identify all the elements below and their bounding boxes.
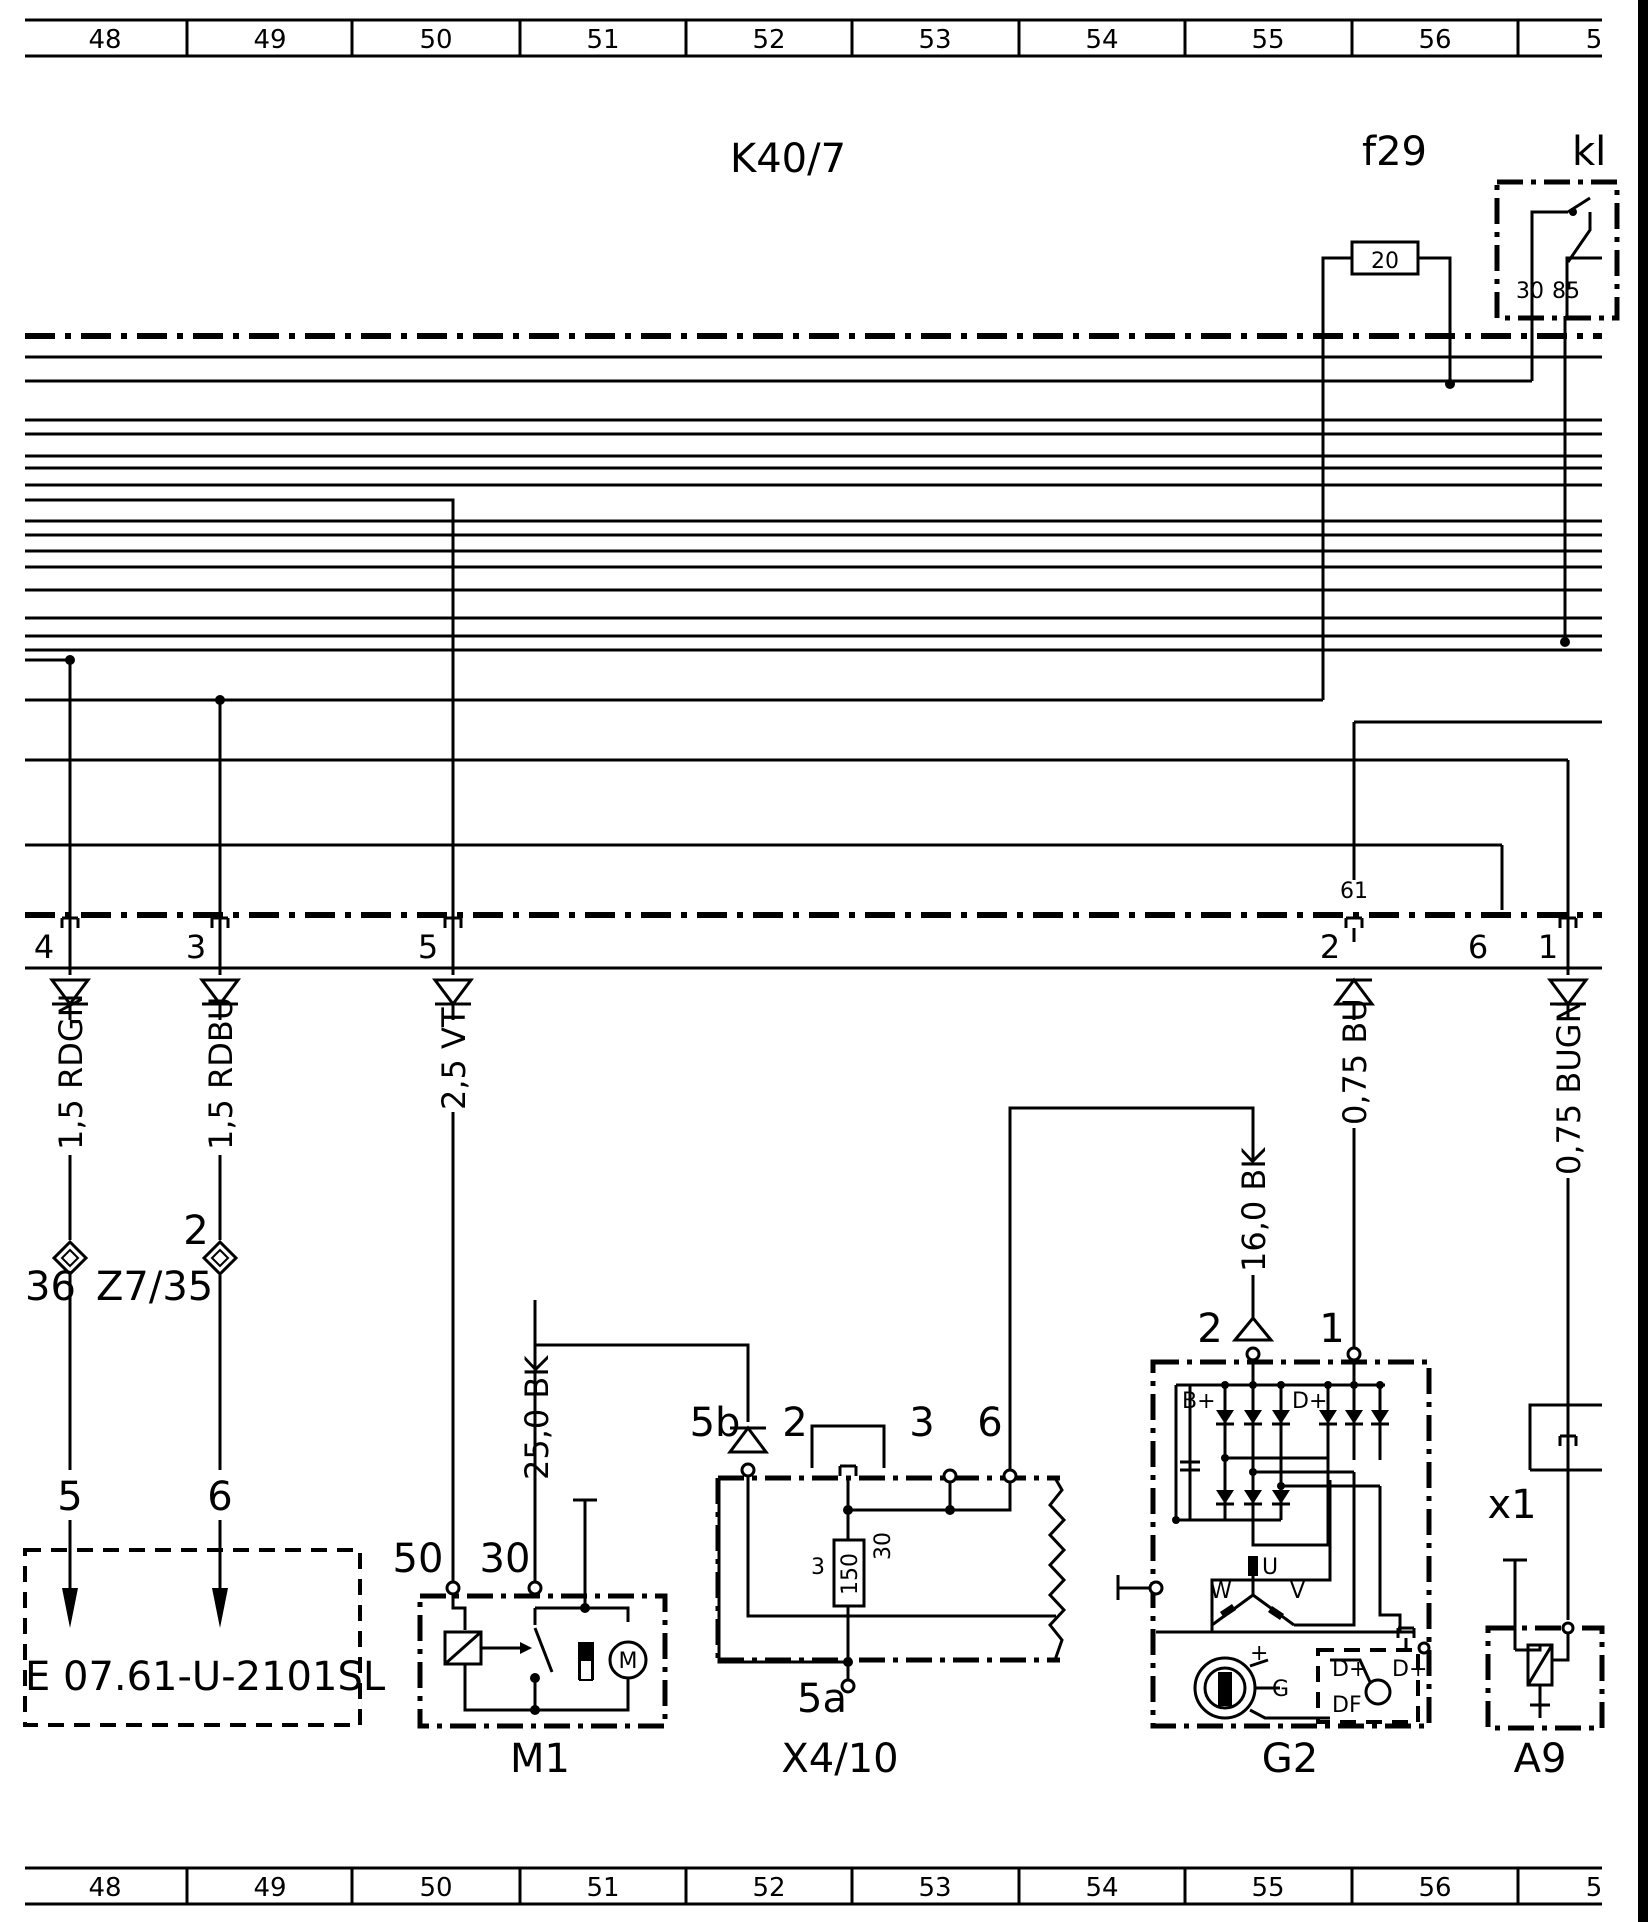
connector-number: 3 bbox=[186, 928, 206, 966]
g2-label-u: U bbox=[1262, 1555, 1278, 1580]
g2-label-v: V bbox=[1290, 1579, 1305, 1604]
ref-arrows bbox=[62, 1520, 228, 1628]
relay-kl: 30 85 bbox=[1494, 179, 1620, 321]
wire-label-bk25: 25,0 BK bbox=[518, 1355, 556, 1480]
x4-res-pin-3: 3 bbox=[811, 1555, 825, 1580]
g2-label-plus: + bbox=[1250, 1641, 1268, 1666]
splice-label-36: 36 bbox=[25, 1264, 76, 1310]
ref-number-6: 6 bbox=[207, 1474, 232, 1520]
ruler-cell: 52 bbox=[752, 25, 785, 55]
g2-label-bplus: B+ bbox=[1182, 1389, 1216, 1414]
g2-label-g: G bbox=[1272, 1677, 1289, 1702]
ruler-cell: 49 bbox=[253, 1873, 286, 1903]
connector-number: 1 bbox=[1538, 928, 1558, 966]
x4-pin-3: 3 bbox=[909, 1400, 934, 1446]
component-a9 bbox=[1485, 1403, 1605, 1731]
svg-text:30: 30 bbox=[1516, 279, 1544, 304]
wire-label-bugn: 0,75 BUGN bbox=[1550, 999, 1588, 1175]
x4-res-value: 150 bbox=[838, 1553, 863, 1595]
x4-pin-2: 2 bbox=[782, 1400, 807, 1446]
connector-pins bbox=[60, 916, 1578, 942]
g2-label-dplus: D+ bbox=[1292, 1389, 1327, 1414]
reference-box bbox=[23, 1548, 362, 1727]
reference-doc-label: E 07.61-U-2101SL bbox=[25, 1654, 386, 1700]
ruler-cell: 51 bbox=[586, 1873, 619, 1903]
component-x4-10 bbox=[715, 1424, 1067, 1694]
top-ruler: 48 49 50 51 52 53 54 55 56 5 bbox=[25, 18, 1603, 58]
component-label-k40-7: K40/7 bbox=[730, 136, 846, 182]
ruler-cell: 56 bbox=[1418, 1873, 1451, 1903]
ruler-cell: 55 bbox=[1251, 1873, 1284, 1903]
wire-label-rdbu: 1,5 RDBU bbox=[202, 997, 240, 1150]
wire-label-vt: 2,5 VT bbox=[435, 1007, 473, 1110]
ruler-cell: 56 bbox=[1418, 25, 1451, 55]
connector-number: 5 bbox=[418, 928, 438, 966]
fuse-f29: 20 bbox=[1321, 240, 1455, 389]
bottom-ruler: 48 49 50 51 52 53 54 55 56 5 bbox=[25, 1866, 1603, 1906]
g2-label-w: W bbox=[1210, 1579, 1232, 1604]
x4-pin-6: 6 bbox=[977, 1400, 1002, 1446]
ruler-cell: 52 bbox=[752, 1873, 785, 1903]
ruler-cell: 49 bbox=[253, 25, 286, 55]
ruler-cell: 51 bbox=[586, 25, 619, 55]
g2-label-dplus2: D+ bbox=[1332, 1657, 1367, 1682]
ruler-cell: 53 bbox=[918, 1873, 951, 1903]
splice-label-z7-35: Z7/35 bbox=[96, 1264, 213, 1310]
ruler-cell: 50 bbox=[419, 1873, 452, 1903]
g2-label-df: DF bbox=[1332, 1693, 1362, 1718]
page-edge-bar bbox=[1638, 0, 1648, 1922]
x4-pin-5b: 5b bbox=[690, 1400, 741, 1446]
ruler-cell: 54 bbox=[1085, 25, 1118, 55]
ruler-cell: 55 bbox=[1251, 25, 1284, 55]
g2-pin-1: 1 bbox=[1319, 1306, 1344, 1352]
connector-number: 2 bbox=[1320, 928, 1340, 966]
ruler-cell: 5 bbox=[1586, 1873, 1603, 1903]
bus-wires bbox=[25, 258, 1602, 847]
wire-label-bk16: 16,0 BK bbox=[1235, 1147, 1273, 1272]
ruler-cell: 48 bbox=[88, 1873, 121, 1903]
wire-16-bk bbox=[1008, 1106, 1255, 1470]
ruler-cell: 50 bbox=[419, 25, 452, 55]
m1-name: M1 bbox=[510, 1736, 570, 1782]
component-label-kl: kl bbox=[1572, 129, 1606, 175]
wire-runs bbox=[68, 1004, 1570, 1620]
g2-pin-2: 2 bbox=[1197, 1306, 1222, 1352]
x4-res-pin-30: 30 bbox=[871, 1532, 896, 1560]
ruler-cell: 48 bbox=[88, 25, 121, 55]
m1-terminal-50: 50 bbox=[393, 1536, 444, 1582]
pin-label-61: 61 bbox=[1340, 879, 1368, 904]
m1-terminal-30: 30 bbox=[480, 1536, 531, 1582]
drop-wires bbox=[25, 498, 1570, 975]
splice-pin-2: 2 bbox=[183, 1208, 208, 1254]
ruler-cell: 5 bbox=[1586, 25, 1603, 55]
svg-text:M: M bbox=[619, 1649, 638, 1674]
x4-name: X4/10 bbox=[781, 1736, 898, 1782]
component-label-f29: f29 bbox=[1362, 129, 1427, 175]
svg-text:85: 85 bbox=[1552, 279, 1580, 304]
g2-name: G2 bbox=[1262, 1736, 1318, 1782]
wire-label-rdgn: 1,5 RDGN bbox=[52, 993, 90, 1150]
connector-number: 4 bbox=[34, 928, 54, 966]
connector-number: 6 bbox=[1468, 928, 1488, 966]
x4-pin-5a: 5a bbox=[797, 1676, 847, 1722]
a9-label-x1: x1 bbox=[1487, 1482, 1536, 1528]
component-g2 bbox=[1116, 1315, 1432, 1729]
g2-label-dplus3: D+ bbox=[1392, 1657, 1427, 1682]
ruler-cell: 53 bbox=[918, 25, 951, 55]
wire-label-bu: 0,75 BU bbox=[1336, 998, 1374, 1125]
ruler-cell: 54 bbox=[1085, 1873, 1118, 1903]
splice-z7-35 bbox=[51, 1239, 239, 1277]
wire-25-bk bbox=[533, 1343, 750, 1480]
ref-number-5: 5 bbox=[57, 1474, 82, 1520]
a9-name: A9 bbox=[1514, 1736, 1567, 1782]
svg-text:20: 20 bbox=[1371, 249, 1399, 274]
